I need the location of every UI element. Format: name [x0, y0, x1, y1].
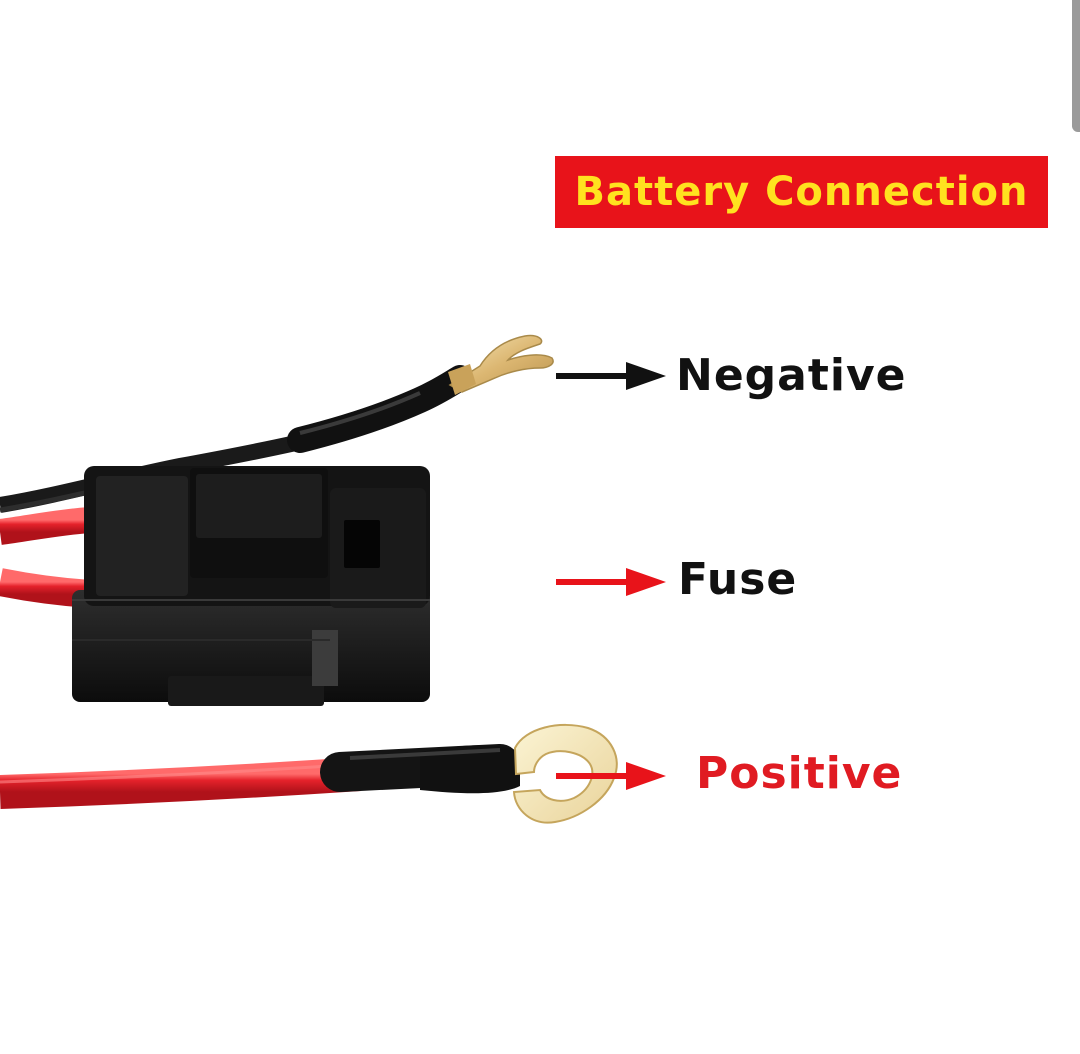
positive-label: Positive [696, 748, 903, 799]
fuse-arrow [556, 568, 666, 596]
scrollbar-thumb[interactable] [1072, 0, 1080, 132]
page-title: Battery Connection [574, 169, 1029, 215]
fuse-label: Fuse [678, 554, 798, 605]
red-wire-upper [0, 507, 91, 545]
negative-arrow [556, 362, 666, 390]
red-wire-lower [0, 744, 520, 809]
fuse-holder [72, 466, 430, 706]
positive-ring-terminal [512, 724, 618, 824]
negative-fork-terminal [448, 334, 554, 395]
negative-label: Negative [676, 350, 907, 401]
positive-arrow [556, 762, 666, 790]
title-banner: Battery Connection [555, 156, 1048, 228]
